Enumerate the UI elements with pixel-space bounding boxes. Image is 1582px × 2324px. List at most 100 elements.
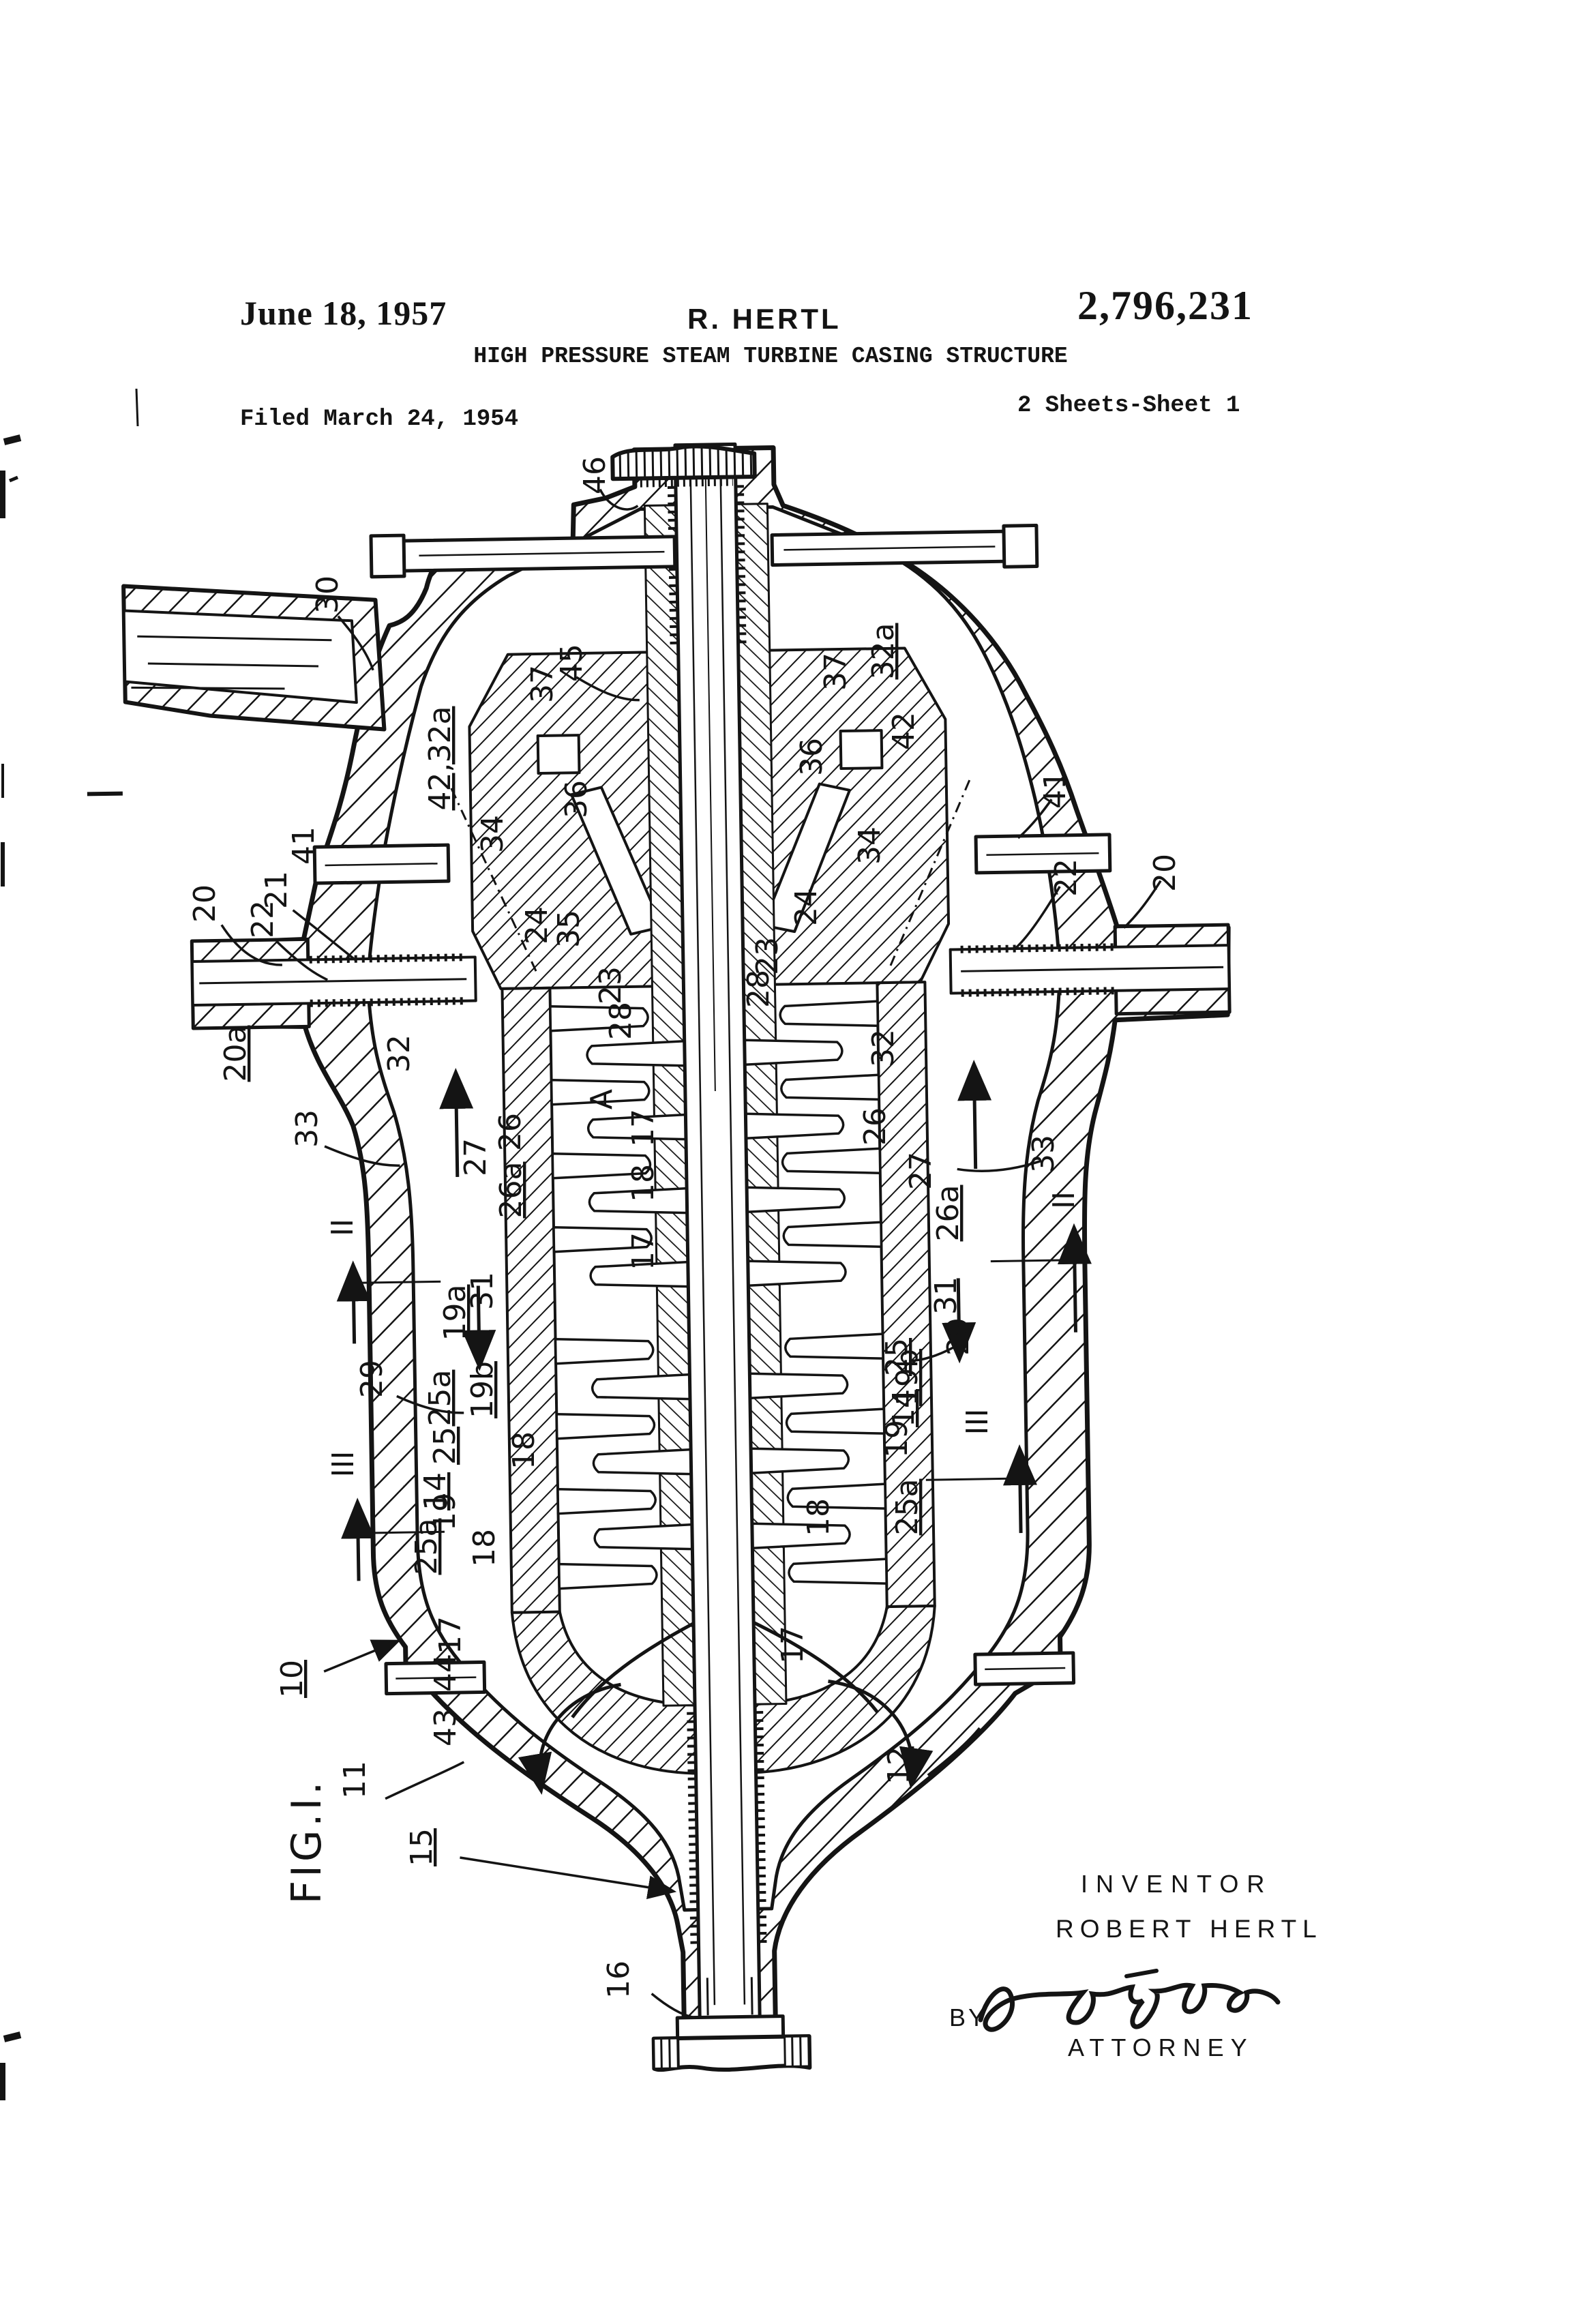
ref-label-14: 14	[886, 1389, 921, 1427]
ref-label-32a: 32a	[866, 623, 901, 680]
ref-label-17: 17	[775, 1626, 810, 1664]
attorney-signature	[978, 1969, 1281, 2032]
ref-label-28: 28	[603, 1002, 638, 1040]
inner-casing	[501, 981, 936, 1775]
ref-label-18: 18	[626, 1164, 661, 1202]
ref-label-23: 23	[750, 937, 785, 975]
ref-label-17: 17	[433, 1616, 468, 1654]
inventor-caption: INVENTOR	[1081, 1870, 1273, 1898]
right-inlet-pipe	[949, 923, 1232, 1016]
by-label: BY	[949, 2003, 988, 2031]
ref-label-45: 45	[554, 644, 589, 682]
coupling	[651, 1977, 812, 2072]
ref-label-A: A	[584, 1089, 619, 1109]
ref-label-22: 22	[245, 900, 280, 938]
patent-date: June 18, 1957	[240, 294, 447, 332]
ref-label-37: 37	[525, 665, 560, 703]
ref-label-20: 20	[1148, 854, 1182, 892]
ref-label-III: III	[960, 1409, 995, 1435]
ref-label-25a: 25a	[423, 1370, 458, 1427]
ref-label-18: 18	[507, 1431, 541, 1470]
ref-label-43: 43	[428, 1708, 463, 1746]
ref-label-17: 17	[626, 1109, 661, 1147]
ref-label-25a: 25a	[409, 1519, 444, 1575]
ref-label-25a: 25a	[890, 1479, 925, 1536]
ref-label-17: 17	[626, 1232, 661, 1270]
ref-label-41: 41	[286, 826, 321, 865]
ref-label-33: 33	[1026, 1135, 1061, 1173]
ref-label-22: 22	[1049, 859, 1084, 897]
filed-line: Filed March 24, 1954	[240, 406, 519, 432]
ref-label-25: 25	[880, 1338, 914, 1376]
ref-label-36: 36	[794, 738, 829, 776]
ref-label-III: III	[326, 1451, 361, 1478]
turbine-cross-section	[87, 442, 1232, 2072]
ref-label-26a: 26a	[494, 1162, 528, 1219]
inventor-name: ROBERT HERTL	[1056, 1915, 1323, 1943]
ref-label-19b: 19b	[465, 1361, 500, 1418]
left-inlet-pipe	[190, 937, 477, 1030]
ref-label-30: 30	[310, 576, 345, 614]
flange-studs	[312, 523, 1112, 885]
leader-lines	[220, 488, 1162, 2019]
ref-label-14: 14	[418, 1472, 453, 1510]
ref-label-29: 29	[355, 1360, 389, 1398]
ref-label-24: 24	[789, 888, 824, 926]
ref-label-32: 32	[866, 1029, 901, 1067]
ref-label-34: 34	[475, 815, 510, 853]
ref-label-32: 32	[382, 1034, 417, 1073]
scan-artifacts	[0, 388, 139, 2100]
exhaust-stubs	[384, 1651, 1076, 1696]
ref-label-II: II	[1047, 1191, 1081, 1209]
ref-label-44: 44	[428, 1654, 463, 1692]
ref-label-33: 33	[290, 1109, 325, 1148]
ref-label-26a: 26a	[931, 1185, 966, 1242]
ref-label-42: 42	[886, 712, 921, 750]
exhaust-guide	[571, 1620, 880, 1718]
ref-label-23: 23	[593, 966, 628, 1004]
ref-label-18: 18	[467, 1529, 502, 1567]
ref-label-31: 31	[929, 1277, 964, 1315]
patent-title: HIGH PRESSURE STEAM TURBINE CASING STRUC…	[473, 344, 1068, 369]
ref-label-41: 41	[1038, 771, 1073, 809]
attorney-label: ATTORNEY	[1068, 2034, 1254, 2061]
ref-label-11: 11	[338, 1761, 372, 1799]
ref-label-21: 21	[259, 871, 294, 909]
patent-author: R. HERTL	[687, 303, 841, 335]
patent-number: 2,796,231	[1077, 283, 1253, 328]
ref-label-25: 25	[428, 1427, 462, 1465]
ref-label-27: 27	[458, 1138, 493, 1176]
ref-label-II: II	[325, 1219, 360, 1236]
ref-label-35: 35	[552, 910, 586, 948]
top-stud-nut	[610, 444, 757, 488]
steam-chest	[450, 646, 971, 990]
ref-label-18: 18	[801, 1498, 836, 1536]
ref-label-31: 31	[465, 1272, 500, 1310]
ref-label-20a: 20a	[218, 1026, 253, 1082]
ref-label-29: 29	[941, 1317, 976, 1356]
ref-label-16: 16	[601, 1961, 636, 1999]
flow-arrows	[439, 1060, 992, 1795]
ref-label-19: 19	[880, 1420, 914, 1458]
ref-label-36: 36	[559, 780, 594, 818]
ref-label-12: 12	[882, 1746, 916, 1785]
ref-label-19b: 19b	[890, 1349, 925, 1406]
ref-label-34: 34	[852, 826, 887, 865]
ref-label-19: 19	[428, 1493, 462, 1531]
ref-label-20: 20	[188, 884, 222, 923]
ref-label-27: 27	[904, 1152, 938, 1190]
ref-label-28: 28	[741, 970, 776, 1008]
ref-label-15: 15	[404, 1828, 439, 1866]
section-indicators	[336, 1223, 1092, 1581]
sheet-line: 2 Sheets-Sheet 1	[1017, 393, 1240, 419]
ref-label-10: 10	[275, 1660, 310, 1698]
ref-label-37: 37	[818, 653, 853, 691]
ref-label-46: 46	[578, 456, 612, 494]
ref-label-24: 24	[520, 906, 554, 944]
ref-label-26: 26	[493, 1113, 528, 1151]
ref-label-19a: 19a	[438, 1285, 473, 1341]
figure-number-label: FIG.I.	[283, 1778, 331, 1905]
